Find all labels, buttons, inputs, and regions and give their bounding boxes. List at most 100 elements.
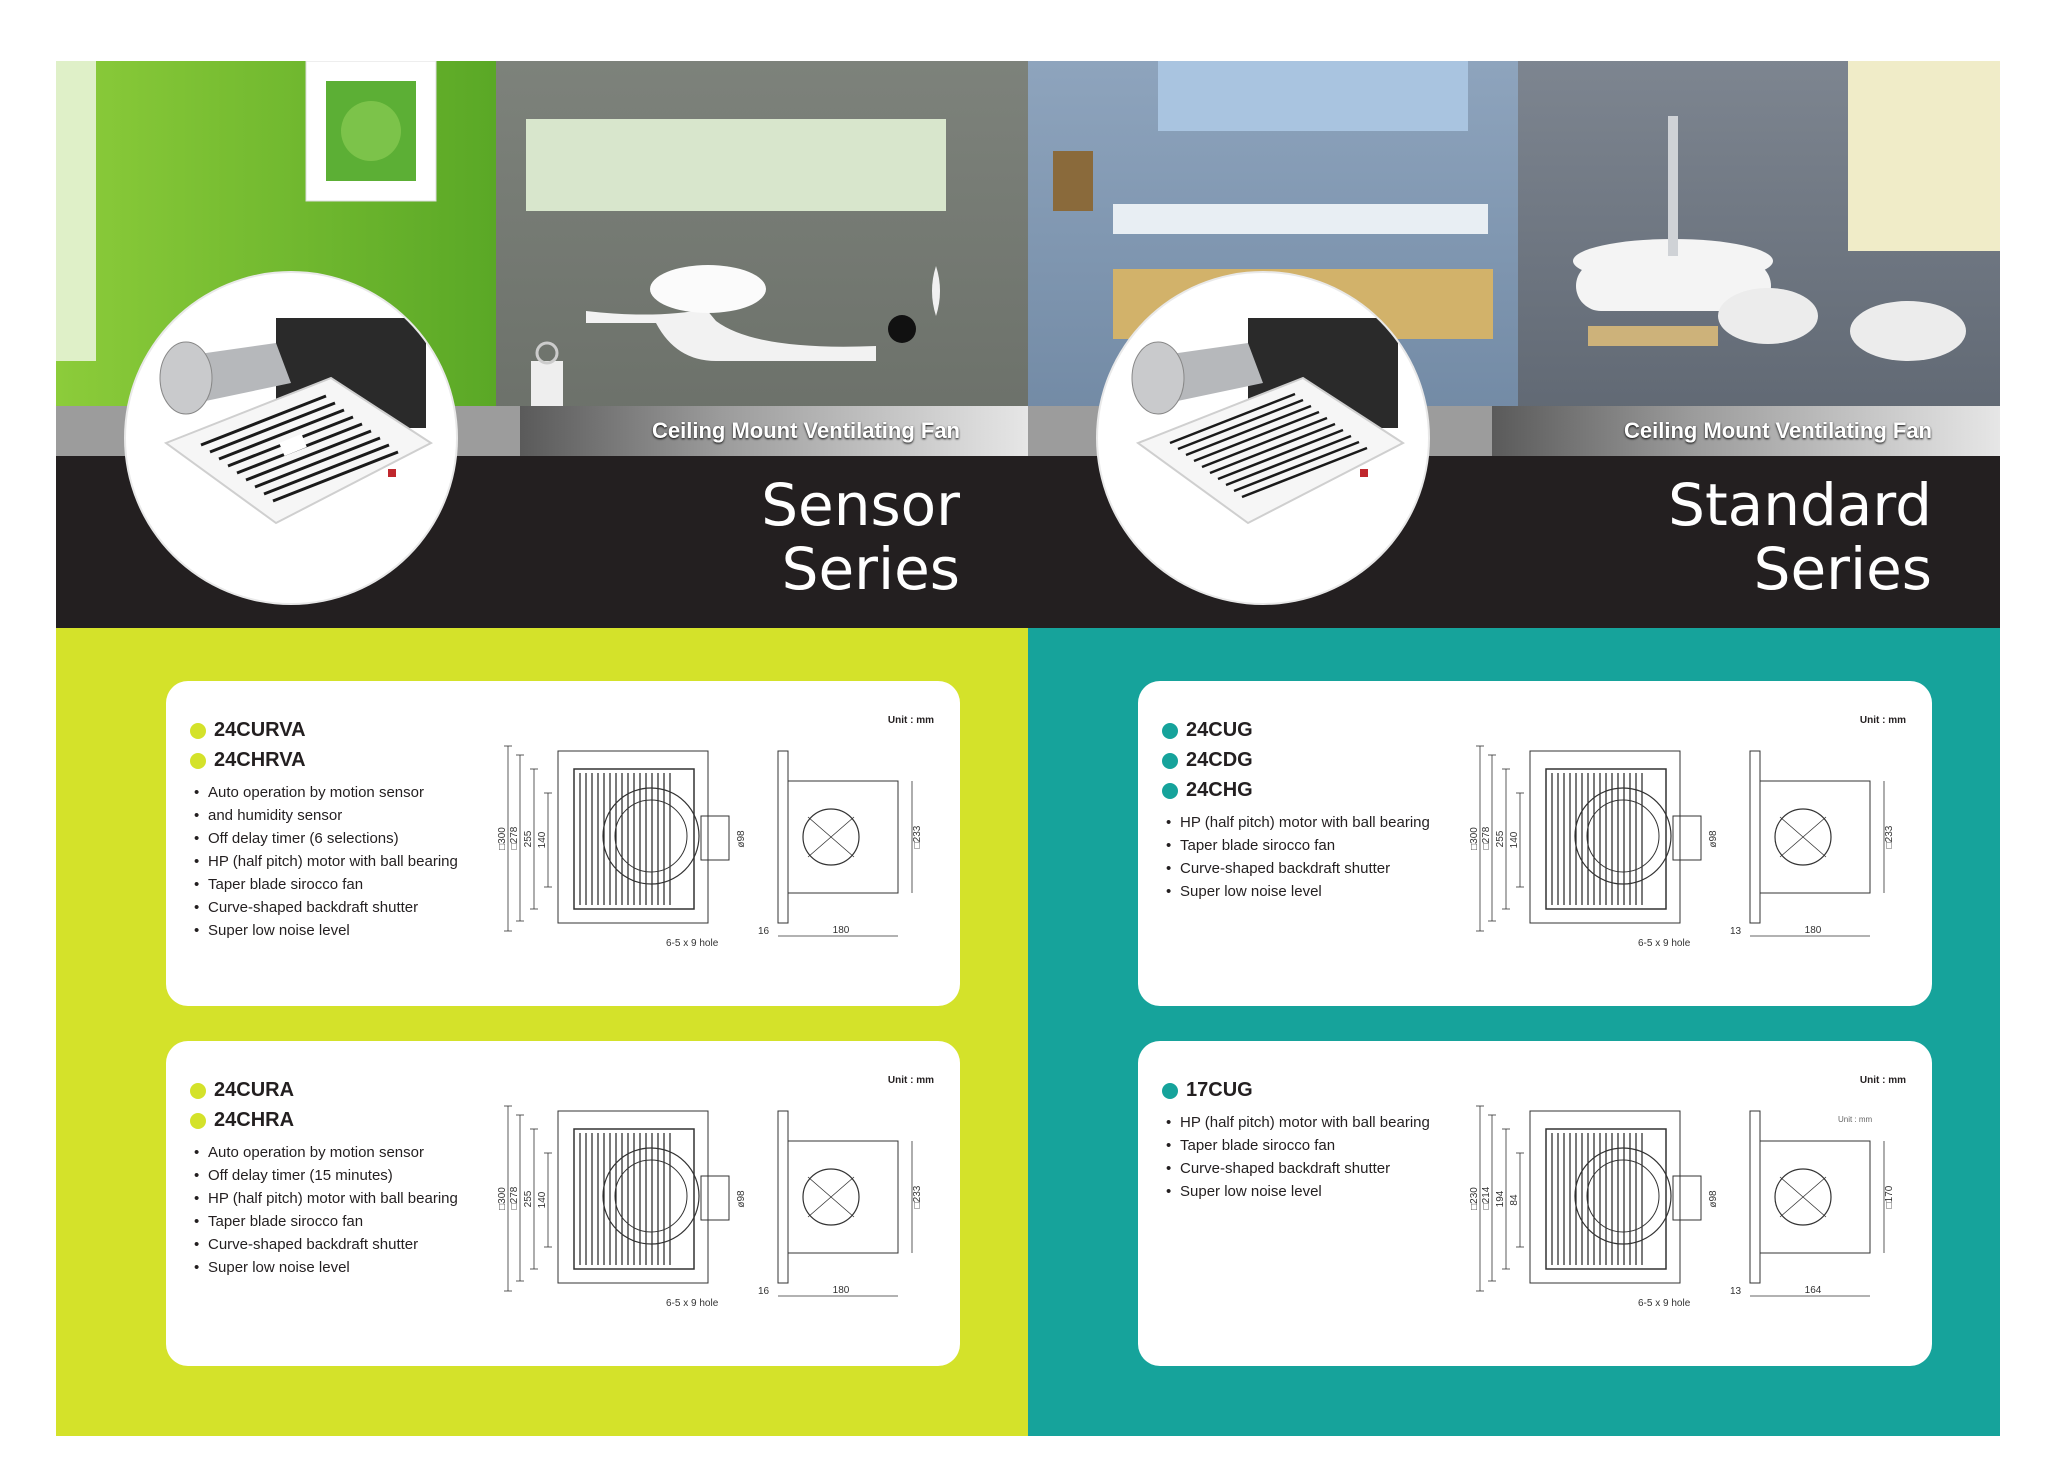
product-card-17cug: 17CUG HP (half pitch) motor with ball be… <box>1138 1041 1932 1366</box>
dimension-label: □278 <box>1481 826 1492 849</box>
side-view-body <box>787 1140 899 1254</box>
feature-item: Taper blade sirocco fan <box>1162 1134 1430 1157</box>
feature-list: Auto operation by motion sensor and humi… <box>190 781 458 942</box>
fan-wheel-inner <box>614 1159 688 1233</box>
feature-item: Off delay timer (15 minutes) <box>190 1164 458 1187</box>
model-name: 17CUG <box>1162 1075 1430 1105</box>
side-view-hatch <box>1779 816 1827 858</box>
feature-item: Super low noise level <box>190 919 458 942</box>
sensor-series-page: Ceiling Mount Ventilating Fan Sensor Ser… <box>56 61 1028 1436</box>
hole-label: 6-5 x 9 hole <box>1638 1298 1691 1309</box>
side-view-flange <box>1749 1110 1761 1284</box>
fan-wheel <box>1574 787 1672 885</box>
side-view-body <box>787 780 899 894</box>
series-title: Standard Series <box>1668 473 1932 601</box>
dimension-label: □300 <box>497 827 508 850</box>
series-title-line1: Sensor <box>761 471 960 539</box>
feature-list: HP (half pitch) motor with ball bearing … <box>1162 1111 1430 1203</box>
model-list: 17CUG HP (half pitch) motor with ball be… <box>1162 1075 1430 1203</box>
fan-wheel <box>602 787 700 885</box>
dimension-label: 255 <box>1495 830 1506 847</box>
unit-label: Unit : mm <box>887 715 934 726</box>
model-name: 24CHRVA <box>190 745 458 775</box>
feature-item: Super low noise level <box>1162 1180 1430 1203</box>
side-view-duct <box>802 808 860 866</box>
side-view-flange <box>1749 750 1761 924</box>
grille-lines <box>1551 1133 1643 1265</box>
front-view-grille <box>573 1128 695 1270</box>
model-name: 24CUG <box>1162 715 1430 745</box>
feature-item: Curve-shaped backdraft shutter <box>1162 857 1430 880</box>
dimension-label: □300 <box>497 1187 508 1210</box>
standard-header-photo: Ceiling Mount Ventilating Fan Standard S… <box>1028 61 2000 628</box>
depth-label: 164 <box>1805 1285 1822 1296</box>
front-view-frame <box>1529 750 1681 924</box>
side-view-body <box>1759 780 1871 894</box>
grille-lines <box>1551 773 1643 905</box>
offset-label: 13 <box>1730 1286 1742 1297</box>
dimension-label: 194 <box>1495 1190 1506 1207</box>
unit-label: Unit : mm <box>1859 715 1906 726</box>
product-card-24cura: 24CURA 24CHRA Auto operation by motion s… <box>166 1041 960 1366</box>
dimension-label: 140 <box>537 1191 548 1208</box>
hole-label: 6-5 x 9 hole <box>666 1298 719 1309</box>
feature-item: Curve-shaped backdraft shutter <box>190 1233 458 1256</box>
dimension-label: 255 <box>523 830 534 847</box>
model-name: 24CHG <box>1162 775 1430 805</box>
feature-item: Super low noise level <box>1162 880 1430 903</box>
feature-list: HP (half pitch) motor with ball bearing … <box>1162 811 1430 903</box>
side-view-duct <box>1774 808 1832 866</box>
header-strip <box>1492 406 2000 456</box>
front-view-grille <box>1545 1128 1667 1270</box>
fan-wheel-inner <box>1586 1159 1660 1233</box>
standard-series-page: Ceiling Mount Ventilating Fan Standard S… <box>1028 61 2000 1436</box>
unit-label: Unit : mm <box>887 1075 934 1086</box>
model-name: 24CDG <box>1162 745 1430 775</box>
dimension-label: 255 <box>523 1190 534 1207</box>
grille-lines <box>579 773 671 905</box>
series-title-line2: Series <box>781 535 960 603</box>
feature-item: Curve-shaped backdraft shutter <box>1162 1157 1430 1180</box>
feature-item: HP (half pitch) motor with ball bearing <box>1162 1111 1430 1134</box>
feature-item-continued: and humidity sensor <box>190 804 458 827</box>
duct-diameter-label: ø98 <box>1708 830 1719 848</box>
hole-label: 6-5 x 9 hole <box>1638 938 1691 949</box>
grille-lines <box>579 1133 671 1265</box>
dimension-label: 84 <box>1509 1194 1520 1206</box>
side-view-hatch <box>807 1176 855 1218</box>
feature-list: Auto operation by motion sensor Off dela… <box>190 1141 458 1279</box>
bullet-dot-icon <box>1162 753 1178 769</box>
side-dimension-label: □233 <box>1884 825 1895 848</box>
dimension-label: □278 <box>509 826 520 849</box>
model-name: 24CURVA <box>190 715 458 745</box>
fan-wheel-inner <box>614 799 688 873</box>
dimension-label: □300 <box>1469 827 1480 850</box>
feature-item: Auto operation by motion sensor <box>190 781 458 804</box>
series-title: Sensor Series <box>761 473 960 601</box>
brochure-spread: Ceiling Mount Ventilating Fan Sensor Ser… <box>56 61 2000 1436</box>
drawing-unit-label: Unit : mm <box>1838 1115 1873 1124</box>
bullet-dot-icon <box>190 1083 206 1099</box>
header-strip <box>520 406 1028 456</box>
product-card-24curva: 24CURVA 24CHRVA Auto operation by motion… <box>166 681 960 1006</box>
bullet-dot-icon <box>1162 723 1178 739</box>
offset-label: 16 <box>758 1286 770 1297</box>
series-title-line1: Standard <box>1668 471 1932 539</box>
front-view-frame <box>557 1110 709 1284</box>
sensor-header-photo: Ceiling Mount Ventilating Fan Sensor Ser… <box>56 61 1028 628</box>
dimension-label: □278 <box>509 1186 520 1209</box>
offset-label: 16 <box>758 926 770 937</box>
strip-title: Ceiling Mount Ventilating Fan <box>652 418 960 443</box>
fan-wheel-inner <box>1586 799 1660 873</box>
feature-item: HP (half pitch) motor with ball bearing <box>190 850 458 873</box>
duct-diameter-label: ø98 <box>1708 1190 1719 1208</box>
feature-item: Auto operation by motion sensor <box>190 1141 458 1164</box>
feature-item: Taper blade sirocco fan <box>190 1210 458 1233</box>
side-dimension-label: □233 <box>912 825 923 848</box>
side-view-body <box>1759 1140 1871 1254</box>
duct-diameter-label: ø98 <box>736 1190 747 1208</box>
side-view-flange <box>777 750 789 924</box>
